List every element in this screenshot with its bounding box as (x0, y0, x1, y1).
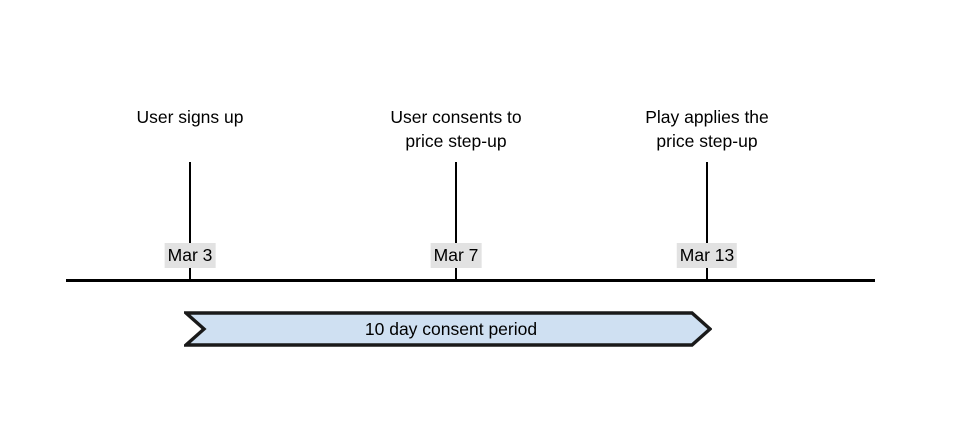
timeline-axis-line (66, 279, 875, 282)
event-label: Play applies the price step-up (645, 105, 769, 153)
chevron-arrow-icon (184, 311, 712, 347)
consent-period-label: 10 day consent period (364, 318, 538, 339)
event-date-badge: Mar 3 (164, 243, 216, 268)
event-label-line1: Play applies the (645, 107, 769, 127)
event-date-badge: Mar 13 (676, 243, 738, 268)
event-stem-line (189, 162, 191, 281)
event-label-line2: price step-up (656, 131, 758, 151)
event-label-line1: User consents to (390, 107, 522, 127)
consent-period-banner: 10 day consent period (184, 311, 712, 347)
event-stem-line (455, 162, 457, 281)
event-label-line1: User signs up (136, 107, 244, 127)
event-stem-line (706, 162, 708, 281)
event-label: User signs up (137, 105, 244, 129)
event-label: User consents to price step-up (390, 105, 521, 153)
event-date-badge: Mar 7 (430, 243, 482, 268)
event-label-line2: price step-up (405, 131, 507, 151)
